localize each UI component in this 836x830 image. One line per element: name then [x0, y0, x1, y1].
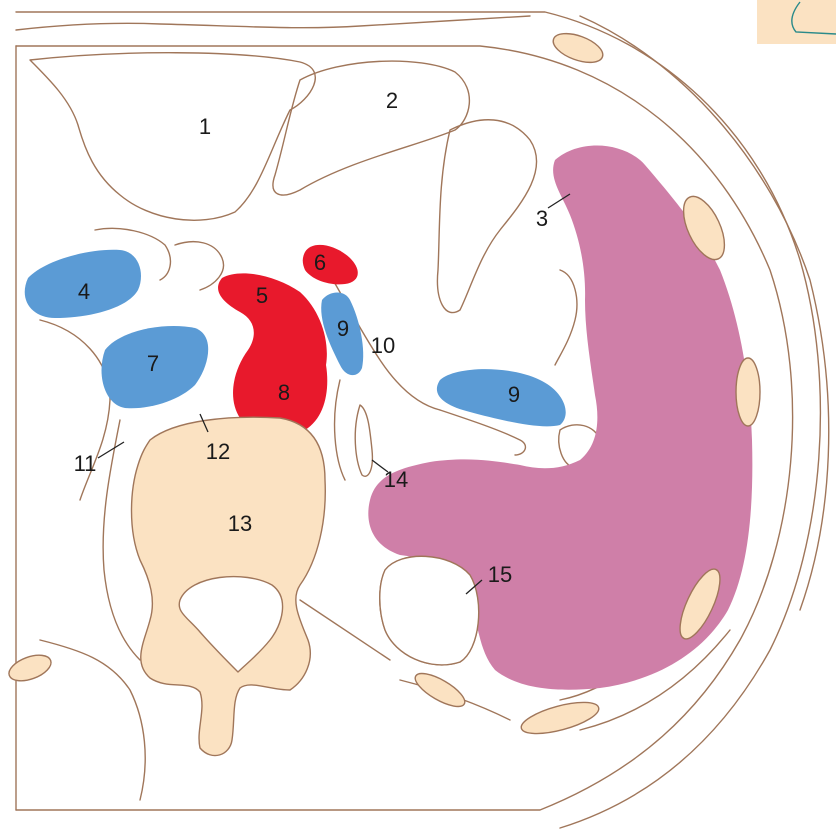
label-9-right: 9 [508, 384, 520, 406]
label-13: 13 [228, 513, 252, 535]
label-9-left: 9 [337, 318, 349, 340]
label-14: 14 [384, 469, 408, 491]
structure-9-vein-right [437, 369, 566, 426]
label-5: 5 [256, 285, 268, 307]
label-1: 1 [199, 116, 211, 138]
label-8: 8 [278, 382, 290, 404]
structure-15-kidney-over [380, 556, 479, 665]
label-12: 12 [206, 441, 230, 463]
structure-6-artery [303, 245, 358, 284]
label-11: 11 [74, 453, 97, 475]
label-7: 7 [147, 353, 159, 375]
label-10: 10 [371, 335, 395, 357]
label-15: 15 [488, 564, 512, 586]
label-4: 4 [78, 281, 90, 303]
structure-5-8-aorta [218, 273, 327, 435]
label-6: 6 [314, 252, 326, 274]
label-3: 3 [536, 208, 548, 230]
label-2: 2 [386, 90, 398, 112]
